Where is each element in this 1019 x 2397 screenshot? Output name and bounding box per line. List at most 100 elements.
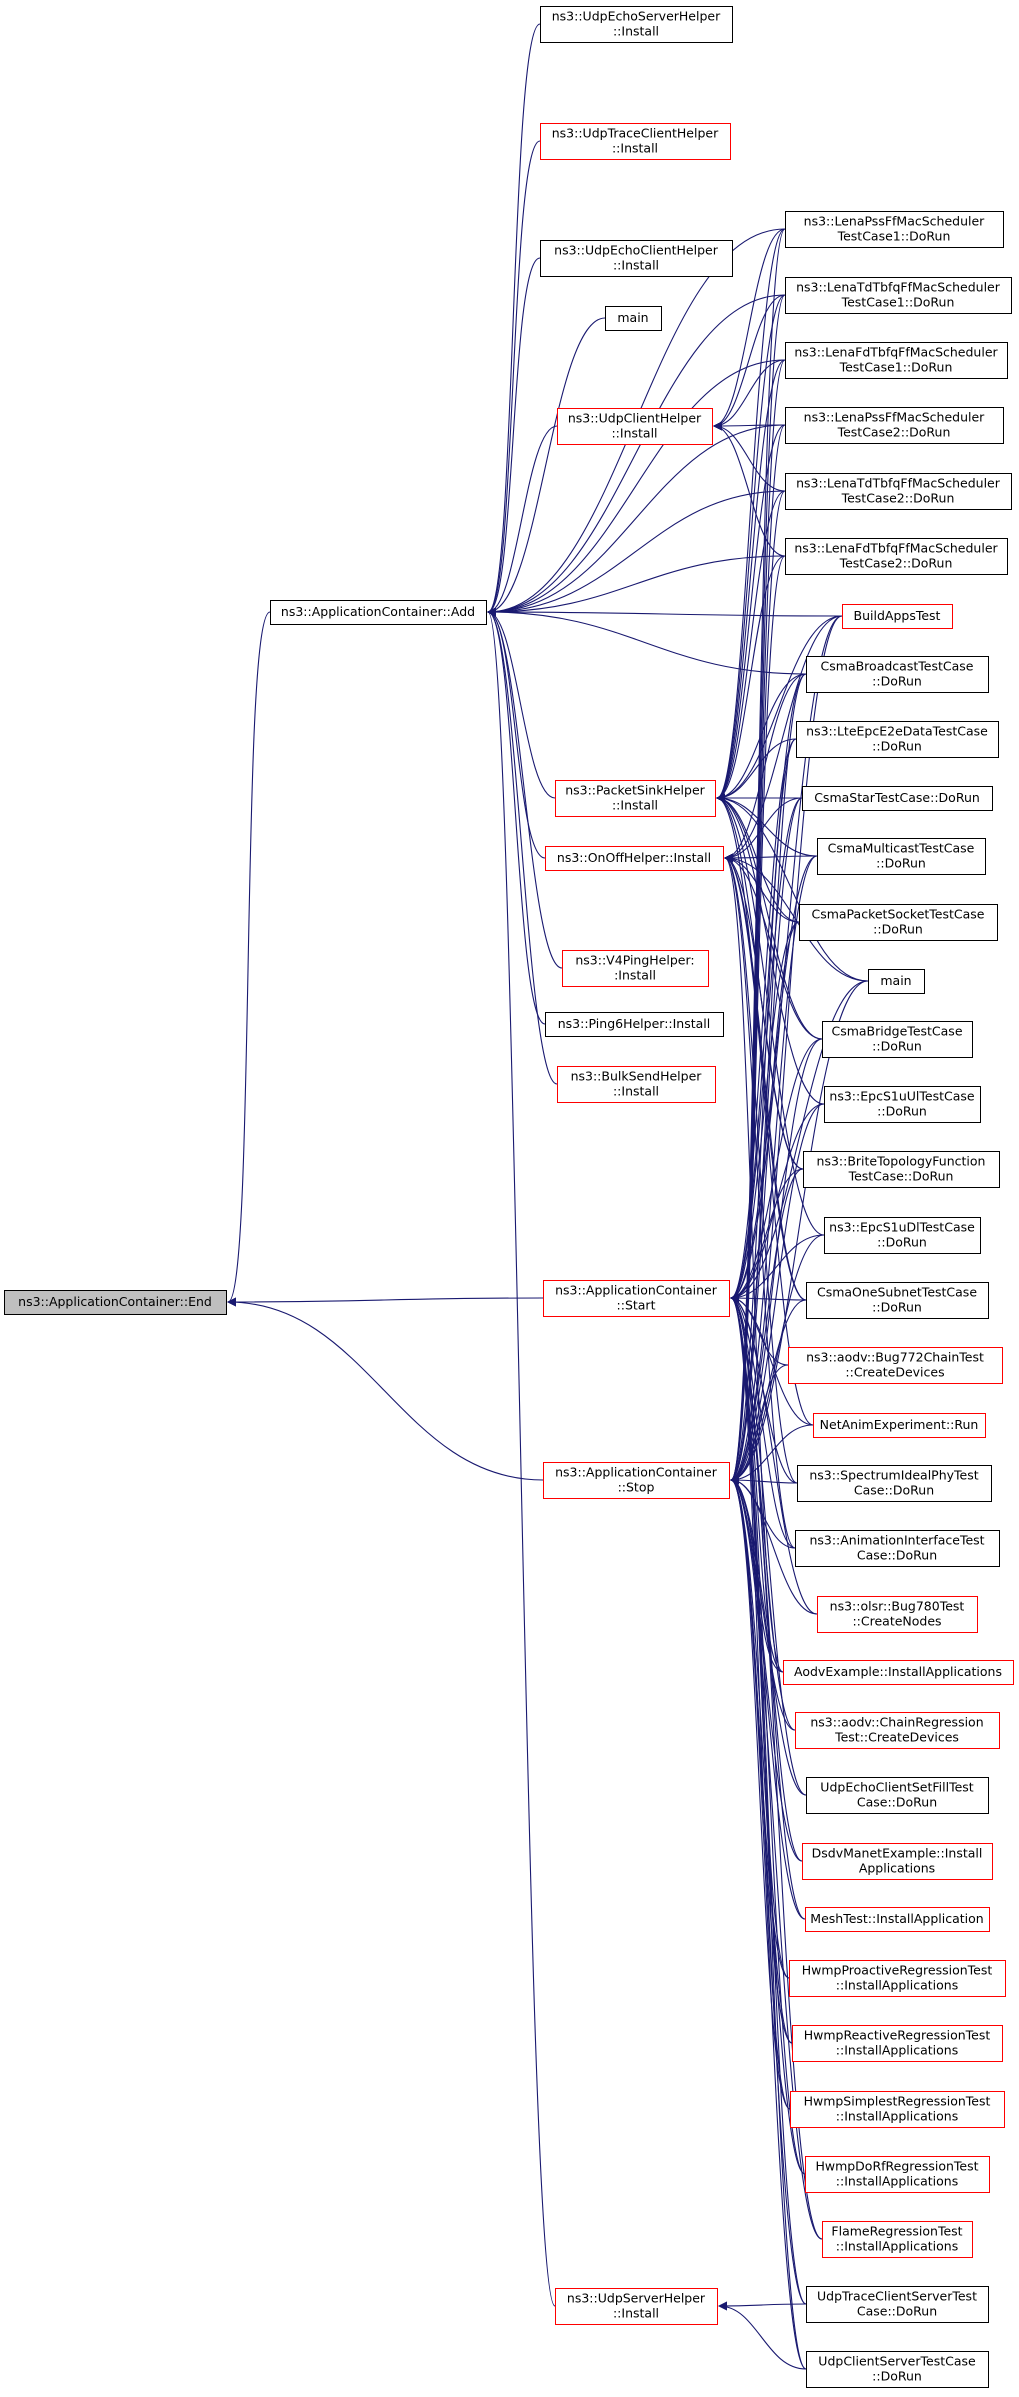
node-udpEchoServer[interactable]: ns3::UdpEchoServerHelper::Install xyxy=(540,6,733,43)
node-bulkSend[interactable]: ns3::BulkSendHelper::Install xyxy=(557,1066,716,1103)
node-udpClientServer[interactable]: UdpClientServerTestCase::DoRun xyxy=(806,2351,989,2388)
node-lenaPss2[interactable]: ns3::LenaPssFfMacSchedulerTestCase2::DoR… xyxy=(785,407,1004,444)
edge-lenaPss2-to-packetSink xyxy=(716,424,786,803)
node-lenaFd2[interactable]: ns3::LenaFdTbfqFfMacSchedulerTestCase2::… xyxy=(785,538,1008,575)
edge-udpServer-to-add xyxy=(487,607,556,2307)
edge-lenaTd2-to-packetSink xyxy=(716,490,786,803)
edge-csmaStar-to-stop xyxy=(730,797,803,1485)
node-epcS1uDl[interactable]: ns3::EpcS1uDlTestCase::DoRun xyxy=(824,1217,981,1254)
edge-epcS1uDl-to-stop xyxy=(730,1234,825,1485)
node-box xyxy=(799,904,998,941)
node-csmaBroadcast[interactable]: CsmaBroadcastTestCase::DoRun xyxy=(806,656,989,693)
node-box xyxy=(785,342,1008,379)
node-flame[interactable]: FlameRegressionTest::InstallApplications xyxy=(822,2221,973,2258)
node-udpEchoClient[interactable]: ns3::UdpEchoClientHelper::Install xyxy=(540,240,733,277)
node-main2[interactable]: main xyxy=(868,969,925,994)
node-ping6[interactable]: ns3::Ping6Helper::Install xyxy=(545,1012,724,1037)
node-udpServer[interactable]: ns3::UdpServerHelper::Install xyxy=(555,2288,718,2325)
node-label: ::InstallApplications xyxy=(836,1978,958,1993)
node-box xyxy=(806,1777,989,1814)
node-label: HwmpReactiveRegressionTest xyxy=(804,2028,991,2043)
node-box xyxy=(540,240,733,277)
node-aodvBug772[interactable]: ns3::aodv::Bug772ChainTest::CreateDevice… xyxy=(788,1347,1003,1384)
node-csmaOneSubnet[interactable]: CsmaOneSubnetTestCase::DoRun xyxy=(806,1282,989,1319)
edge-udpClientServer-to-stop xyxy=(730,1475,807,2370)
node-hwmpDoRf[interactable]: HwmpDoRfRegressionTest::InstallApplicati… xyxy=(805,2156,990,2193)
node-olsrBug780[interactable]: ns3::olsr::Bug780Test::CreateNodes xyxy=(817,1596,978,1633)
node-box xyxy=(802,786,993,811)
node-csmaBridge[interactable]: CsmaBridgeTestCase::DoRun xyxy=(822,1021,973,1058)
node-layer: ns3::ApplicationContainer::Endns3::Appli… xyxy=(4,6,1014,2388)
node-label: :Install xyxy=(614,968,656,983)
edge-csmaBroadcast-to-add xyxy=(487,607,807,675)
node-packetSink[interactable]: ns3::PacketSinkHelper::Install xyxy=(555,780,716,817)
node-label: TestCase2::DoRun xyxy=(839,556,953,571)
node-udpTraceClient[interactable]: ns3::UdpTraceClientHelper::Install xyxy=(540,123,731,160)
node-end[interactable]: ns3::ApplicationContainer::End xyxy=(4,1290,227,1315)
edge-animIface-to-onOff xyxy=(724,853,796,1549)
node-box xyxy=(797,1465,992,1502)
node-csmaStar[interactable]: CsmaStarTestCase::DoRun xyxy=(802,786,993,811)
node-epcS1uUl[interactable]: ns3::EpcS1uUlTestCase::DoRun xyxy=(824,1086,981,1123)
node-aodvChain[interactable]: ns3::aodv::ChainRegressionTest::CreateDe… xyxy=(795,1712,1000,1749)
node-box xyxy=(824,1086,981,1123)
node-dsdvManet[interactable]: DsdvManetExample::InstallApplications xyxy=(802,1843,993,1880)
edge-olsrBug780-to-stop xyxy=(730,1475,818,1615)
node-box xyxy=(795,1712,1000,1749)
node-label: ::InstallApplications xyxy=(836,2043,958,2058)
node-add[interactable]: ns3::ApplicationContainer::Add xyxy=(270,600,487,625)
edge-lteEpc-to-start xyxy=(730,738,797,1303)
node-v4Ping[interactable]: ns3::V4PingHelper::Install xyxy=(562,950,709,987)
node-label: Case::DoRun xyxy=(857,1795,937,1810)
node-start[interactable]: ns3::ApplicationContainer::Start xyxy=(543,1280,730,1317)
node-lenaPss1[interactable]: ns3::LenaPssFfMacSchedulerTestCase1::DoR… xyxy=(785,211,1004,248)
edge-brite-to-start xyxy=(730,1168,804,1303)
node-label: ::Install xyxy=(612,141,658,156)
node-hwmpProactive[interactable]: HwmpProactiveRegressionTest::InstallAppl… xyxy=(789,1960,1006,1997)
node-label: CsmaBridgeTestCase xyxy=(831,1024,962,1039)
node-label: ns3::UdpEchoClientHelper xyxy=(554,243,719,258)
node-box xyxy=(806,2351,989,2388)
node-meshTest[interactable]: MeshTest::InstallApplication xyxy=(805,1907,990,1932)
edge-lenaFd1-to-packetSink xyxy=(716,359,786,803)
node-lteEpc[interactable]: ns3::LteEpcE2eDataTestCase::DoRun xyxy=(796,721,999,758)
edge-v4Ping-to-add xyxy=(487,607,563,969)
node-brite[interactable]: ns3::BriteTopologyFunctionTestCase::DoRu… xyxy=(803,1151,1000,1188)
node-hwmpReactive[interactable]: HwmpReactiveRegressionTest::InstallAppli… xyxy=(792,2025,1003,2062)
node-label: ns3::V4PingHelper: xyxy=(575,953,694,968)
node-netAnim[interactable]: NetAnimExperiment::Run xyxy=(813,1413,986,1438)
edge-csmaPacketSocket-to-start xyxy=(730,921,800,1303)
node-label: HwmpProactiveRegressionTest xyxy=(802,1963,993,1978)
edge-meshTest-to-stop xyxy=(730,1475,806,1920)
node-lenaTd1[interactable]: ns3::LenaTdTbfqFfMacSchedulerTestCase1::… xyxy=(785,277,1012,314)
node-aodvExample[interactable]: AodvExample::InstallApplications xyxy=(783,1660,1014,1685)
node-label: ::InstallApplications xyxy=(836,2239,958,2254)
node-onOff[interactable]: ns3::OnOffHelper::Install xyxy=(545,846,724,871)
node-box xyxy=(545,1012,724,1037)
edge-main2-to-start xyxy=(730,980,869,1303)
edge-udpTraceCS-to-udpServer xyxy=(718,2301,807,2311)
node-main1[interactable]: main xyxy=(605,306,662,331)
node-box xyxy=(557,1066,716,1103)
node-udpClient[interactable]: ns3::UdpClientHelper::Install xyxy=(557,408,713,445)
node-box xyxy=(842,604,953,629)
node-stop[interactable]: ns3::ApplicationContainer::Stop xyxy=(543,1462,730,1499)
node-csmaPacketSocket[interactable]: CsmaPacketSocketTestCase::DoRun xyxy=(799,904,998,941)
edge-csmaMulticast-to-stop xyxy=(730,855,818,1485)
node-label: HwmpSimplestRegressionTest xyxy=(804,2094,991,2109)
node-lenaTd2[interactable]: ns3::LenaTdTbfqFfMacSchedulerTestCase2::… xyxy=(785,473,1012,510)
edge-add-to-end xyxy=(227,611,271,1307)
node-lenaFd1[interactable]: ns3::LenaFdTbfqFfMacSchedulerTestCase1::… xyxy=(785,342,1008,379)
node-csmaMulticast[interactable]: CsmaMulticastTestCase::DoRun xyxy=(817,838,986,875)
edge-buildApps-to-add xyxy=(487,607,843,617)
node-box xyxy=(802,1843,993,1880)
node-buildApps[interactable]: BuildAppsTest xyxy=(842,604,953,629)
node-label: ns3::aodv::Bug772ChainTest xyxy=(806,1350,984,1365)
node-hwmpSimplest[interactable]: HwmpSimplestRegressionTest::InstallAppli… xyxy=(790,2091,1005,2128)
node-box xyxy=(803,1151,1000,1188)
